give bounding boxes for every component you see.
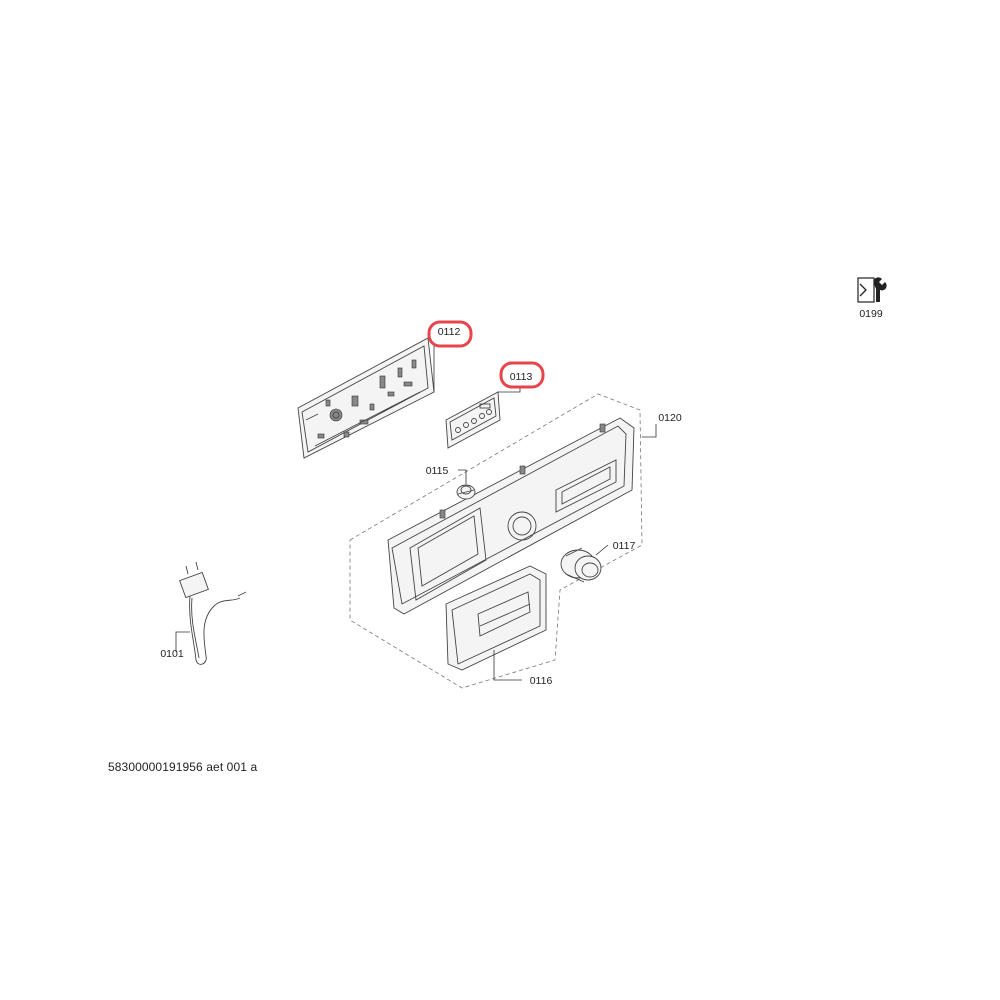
- document-id: 58300000191956 aet 001 a: [108, 760, 258, 774]
- selector-bearing: [456, 484, 476, 500]
- membrane-keypad: [445, 391, 501, 449]
- leader-0115: [458, 469, 467, 484]
- callout-0112[interactable]: 0112: [438, 326, 461, 338]
- drawer-handle: [445, 565, 547, 671]
- programme-knob: [560, 547, 602, 583]
- callout-0199[interactable]: 0199: [859, 308, 883, 320]
- highlight-0113: [499, 361, 545, 389]
- mains-cable: [179, 561, 247, 665]
- leader-0117: [595, 544, 609, 556]
- callout-0117[interactable]: 0117: [613, 540, 636, 552]
- leader-0120: [642, 424, 657, 438]
- service-tool-icon[interactable]: [857, 277, 887, 303]
- control-module-pcb: [297, 337, 435, 459]
- highlight-0112: [427, 320, 473, 348]
- callout-0120[interactable]: 0120: [658, 412, 682, 424]
- callout-0115[interactable]: 0115: [426, 465, 449, 477]
- leader-0113: [498, 387, 521, 393]
- assembly-outline: [349, 393, 643, 689]
- callout-0101[interactable]: 0101: [160, 648, 184, 660]
- callout-0116[interactable]: 0116: [530, 675, 553, 687]
- control-fascia: [387, 417, 635, 615]
- leader-0101: [175, 631, 190, 652]
- callout-0113[interactable]: 0113: [510, 371, 533, 383]
- leader-0116: [493, 650, 522, 681]
